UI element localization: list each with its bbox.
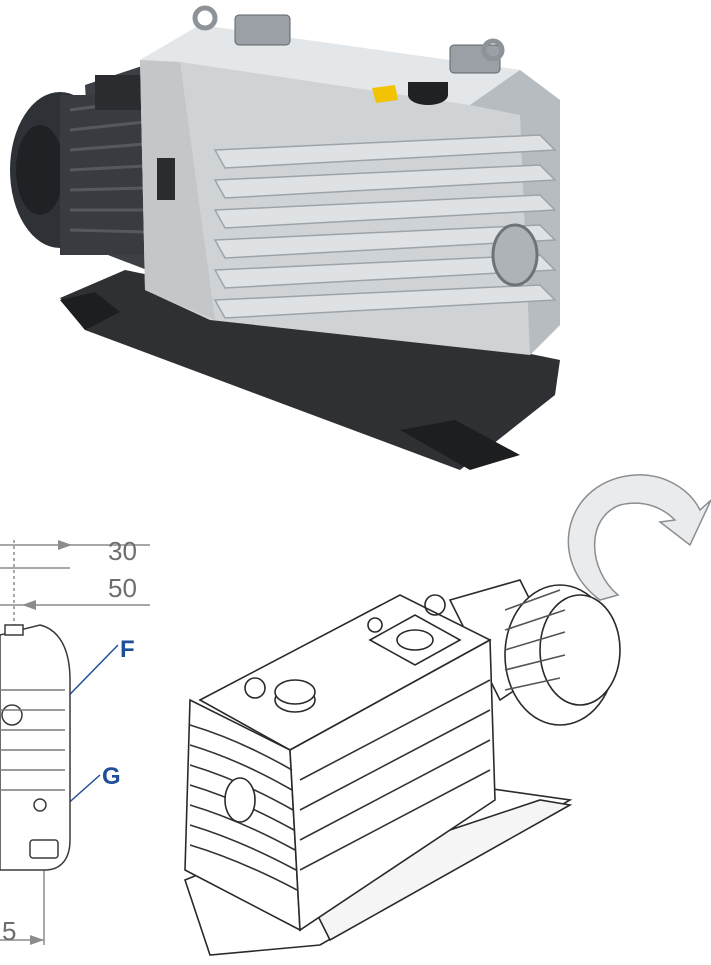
warning-label bbox=[372, 85, 398, 103]
inlet-flange bbox=[234, 14, 291, 46]
callout-f: F bbox=[120, 636, 135, 663]
pump-photo bbox=[10, 5, 560, 470]
pump-line-drawing bbox=[184, 579, 621, 956]
nameplate bbox=[157, 158, 175, 200]
eye-bolt bbox=[481, 38, 505, 62]
sight-glass bbox=[491, 223, 539, 287]
callout-g: G bbox=[102, 763, 121, 790]
dimension-bottom: 5 bbox=[2, 916, 16, 946]
motor bbox=[10, 65, 160, 275]
dimension-50: 50 bbox=[108, 573, 137, 603]
pump-body bbox=[140, 5, 560, 355]
eye-bolt bbox=[192, 5, 218, 31]
base-plate bbox=[60, 270, 560, 470]
pump-end-view bbox=[0, 624, 71, 871]
rotation-arrow bbox=[567, 474, 711, 601]
dimension-30: 30 bbox=[108, 536, 137, 566]
